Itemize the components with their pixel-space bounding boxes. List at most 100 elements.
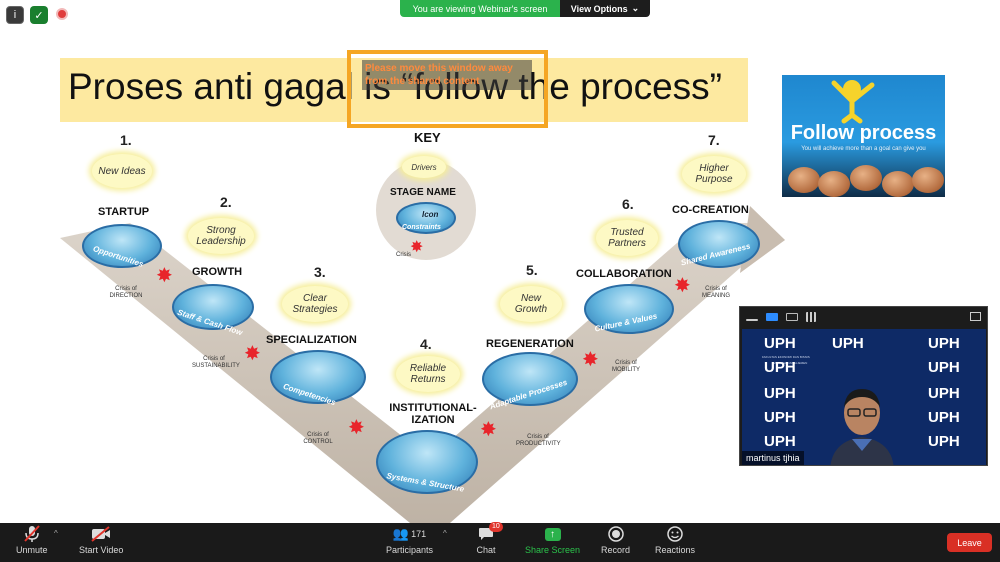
window-overlap-warning-frame: [347, 50, 548, 128]
chat-unread-badge: 10: [489, 522, 503, 532]
encryption-shield-icon[interactable]: ✓: [30, 6, 48, 24]
participants-label: Participants: [386, 545, 434, 555]
key-drivers-bubble: Drivers: [402, 156, 446, 178]
egg-shape: [850, 165, 882, 191]
stage-1-driver: New Ideas: [92, 154, 152, 188]
chevron-down-icon: ⌄: [631, 3, 640, 13]
meeting-controls-bar: Unmute ^ Start Video 👥 171 Participants …: [0, 522, 1000, 562]
stage-4-driver: Reliable Returns: [396, 356, 460, 392]
egg-shape: [882, 171, 914, 197]
stage-6-crisis-star-icon: ✸: [674, 275, 691, 297]
video-thumbnail-panel[interactable]: UPH UPH UPH FAKULTAS EKONOMI DAN BISNIS …: [739, 306, 988, 466]
uph-logo: UPH: [764, 409, 796, 426]
uph-logo-sub: FAKULTAS EKONOMI DAN BISNIS: [762, 355, 810, 359]
chat-bubble-icon: 10: [476, 522, 503, 543]
stage-7-disk: [678, 220, 760, 268]
participants-count: 171: [411, 529, 427, 539]
view-options-button[interactable]: View Options ⌄: [560, 0, 650, 17]
key-crisis-label: Crisis: [396, 252, 411, 258]
participant-name-tag: martinus tjhia: [742, 451, 804, 465]
follow-process-subtitle: You will achieve more than a goal can gi…: [801, 146, 926, 152]
stage-5-disk: [482, 352, 578, 406]
stage-3-number: 3.: [314, 264, 326, 280]
key-heading: KEY: [414, 130, 441, 145]
stage-3-crisis: Crisis of CONTROL: [303, 432, 333, 445]
stage-2-disk: [172, 284, 254, 330]
organization-lifecycle-diagram: KEY Drivers STAGE NAME Icon Constraints …: [50, 128, 790, 523]
stage-7-name: CO-CREATION: [672, 204, 749, 216]
recording-indicator-icon: [56, 8, 68, 20]
stage-2-name: GROWTH: [192, 266, 243, 278]
chat-button[interactable]: 10 Chat: [476, 522, 503, 555]
uph-logo-sub: MAGISTER MANAJEMEN: [772, 361, 808, 365]
key-stage-name: STAGE NAME: [390, 187, 456, 198]
strip-view-icon[interactable]: [786, 313, 798, 321]
egg-shape: [912, 167, 944, 193]
key-crisis-star-icon: ✸: [410, 239, 424, 256]
record-icon: [606, 525, 626, 543]
stage-4-crisis-star-icon: ✸: [480, 419, 497, 441]
video-camera-off-icon: [91, 525, 111, 543]
audio-options-caret-icon[interactable]: ^: [54, 529, 58, 538]
stage-1-crisis-star-icon: ✸: [156, 265, 173, 287]
smiley-face-icon: [665, 525, 685, 543]
uph-logo: UPH: [764, 335, 796, 352]
share-screen-button[interactable]: ↑ Share Screen: [525, 525, 580, 555]
stage-3-crisis-star-icon: ✸: [348, 417, 365, 439]
start-video-label: Start Video: [79, 545, 124, 555]
uph-logo: UPH: [928, 433, 960, 450]
participants-caret-icon[interactable]: ^: [443, 529, 447, 538]
viewing-screen-label: You are viewing Webinar's screen: [400, 0, 560, 17]
stage-4-name: INSTITUTIONAL-IZATION: [389, 402, 477, 426]
unmute-button[interactable]: Unmute: [16, 525, 48, 555]
share-screen-label: Share Screen: [525, 545, 581, 555]
stage-4-number: 4.: [420, 336, 432, 352]
unmute-label: Unmute: [16, 545, 48, 555]
record-button[interactable]: Record: [601, 525, 630, 555]
stage-2-crisis-star-icon: ✸: [244, 343, 261, 365]
active-speaker-view-icon[interactable]: [766, 313, 778, 321]
view-options-label: View Options: [570, 3, 628, 14]
cheering-figure-icon: [831, 80, 875, 124]
egg-shape: [818, 171, 850, 197]
egg-shape: [788, 167, 820, 193]
stage-1-name: STARTUP: [98, 206, 150, 218]
stage-1-number: 1.: [120, 132, 132, 148]
uph-logo: UPH: [832, 335, 864, 352]
key-icon-label: Icon: [422, 210, 439, 219]
stage-6-name: COLLABORATION: [576, 268, 672, 280]
stage-6-crisis: Crisis of MEANING: [701, 286, 730, 299]
stage-4-crisis: Crisis of PRODUCTIVITY: [516, 434, 561, 447]
uph-logo: UPH: [764, 359, 796, 376]
participants-button[interactable]: 👥 171 Participants: [386, 525, 433, 555]
uph-logo: UPH: [928, 385, 960, 402]
stage-3-name: SPECIALIZATION: [266, 334, 357, 346]
stage-6-driver: Trusted Partners: [596, 220, 658, 256]
reactions-button[interactable]: Reactions: [655, 525, 695, 555]
stage-5-number: 5.: [526, 262, 538, 278]
chat-label: Chat: [476, 545, 496, 555]
reactions-label: Reactions: [655, 545, 696, 555]
uph-logo: UPH: [764, 385, 796, 402]
maximize-icon[interactable]: [970, 312, 981, 321]
stage-1-crisis: Crisis of DIRECTION: [109, 286, 143, 299]
uph-logo: UPH: [928, 335, 960, 352]
key-constraints-label: Constraints: [402, 224, 441, 231]
meeting-info-icon[interactable]: i: [6, 6, 24, 24]
presenter-person: [830, 389, 894, 465]
uph-logo: UPH: [928, 409, 960, 426]
stage-5-crisis-star-icon: ✸: [582, 349, 599, 371]
stage-6-disk: [584, 284, 674, 334]
share-screen-icon: ↑: [543, 525, 563, 543]
start-video-button[interactable]: Start Video: [79, 525, 123, 555]
stage-7-driver: Higher Purpose: [682, 156, 746, 192]
video-panel-toolbar: [740, 307, 987, 327]
leave-meeting-button[interactable]: Leave: [947, 533, 992, 552]
gallery-view-icon[interactable]: [806, 312, 816, 322]
minimize-icon[interactable]: [746, 319, 758, 321]
stage-2-number: 2.: [220, 194, 232, 210]
stage-7-number: 7.: [708, 132, 720, 148]
stage-5-crisis: Crisis of MOBILITY: [611, 360, 640, 373]
stage-3-driver: Clear Strategies: [282, 286, 348, 322]
stage-5-driver: New Growth: [500, 286, 562, 322]
